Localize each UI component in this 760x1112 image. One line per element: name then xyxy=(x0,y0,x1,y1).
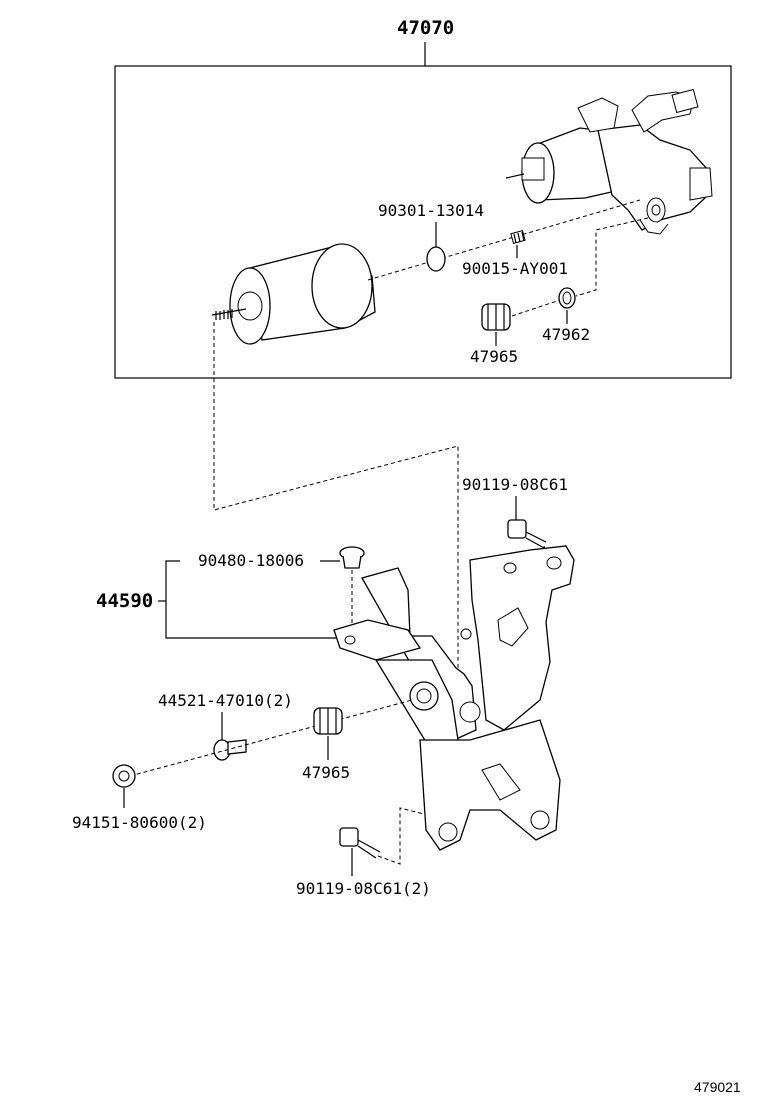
plug-label: 90015-AY001 xyxy=(462,259,568,278)
cushion-top-illustration xyxy=(481,303,511,331)
cylinder-to-pump-dashline xyxy=(367,199,641,281)
cushion-mid-label: 47965 xyxy=(302,763,350,782)
cylinder-to-bracket-dashline xyxy=(213,322,459,680)
accumulator-cylinder-illustration xyxy=(211,243,376,345)
bracket-group-line xyxy=(165,560,340,639)
bolt-bottom-label: 90119-08C61(2) xyxy=(296,879,431,898)
bolt-bottom-dashline xyxy=(377,807,425,865)
cushion-top-dashline xyxy=(511,299,561,317)
cushion-mid-illustration xyxy=(313,707,343,735)
gasket-label: 47962 xyxy=(542,325,590,344)
bracket-illustration xyxy=(333,545,575,851)
bolt-top-right-illustration xyxy=(507,519,547,549)
plug-illustration xyxy=(510,230,526,244)
pump-to-gasket-dashline xyxy=(575,217,649,297)
assembly-box xyxy=(114,65,732,379)
grommet-illustration xyxy=(339,546,365,569)
nut-label: 94151-80600(2) xyxy=(72,813,207,832)
oring-label: 90301-13014 xyxy=(378,201,484,220)
bolt-side-illustration xyxy=(213,739,247,761)
grommet-label: 90480-18006 xyxy=(198,551,304,570)
oring-illustration xyxy=(426,246,446,272)
nut-illustration xyxy=(112,764,136,788)
bolt-top-right-label: 90119-08C61 xyxy=(462,475,568,494)
bolt-side-label: 44521-47010(2) xyxy=(158,691,293,710)
pump-motor-illustration xyxy=(505,88,713,235)
gasket-inner xyxy=(562,291,572,305)
bracket-label: 44590 xyxy=(96,590,153,612)
bolt-side-dashline xyxy=(129,699,413,777)
assembly-number-label: 47070 xyxy=(397,17,454,39)
bolt-bottom-illustration xyxy=(339,827,381,859)
reference-code: 479021 xyxy=(694,1079,741,1095)
cushion-top-label: 47965 xyxy=(470,347,518,366)
